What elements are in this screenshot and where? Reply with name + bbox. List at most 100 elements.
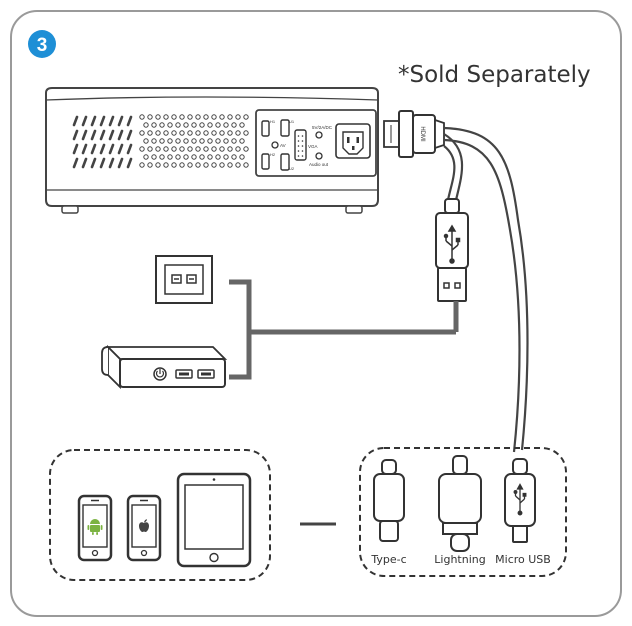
grille-hole: [183, 138, 189, 144]
grille-hole: [155, 114, 161, 120]
grille-hole: [159, 122, 165, 128]
iphone-icon: [126, 494, 162, 562]
grille-hole: [147, 146, 153, 152]
grille-hole: [175, 154, 181, 160]
grille-hole: [239, 154, 245, 160]
hdmi-port-1-label: H1: [270, 119, 276, 124]
grille-hole: [195, 162, 201, 168]
av-port: [271, 141, 279, 149]
grille-hole: [167, 138, 173, 144]
grille-hole: [243, 146, 249, 152]
grille-hole: [231, 138, 237, 144]
projector-vent-slots: [72, 115, 133, 169]
grille-hole: [203, 162, 209, 168]
projector-port-panel: H1 H2 U1 U2 AV VGA 5V/2A/DC Audio out: [255, 109, 377, 177]
grille-hole: [215, 122, 221, 128]
grille-hole: [139, 146, 145, 152]
step-badge: 3: [28, 30, 56, 58]
grille-hole: [191, 154, 197, 160]
devices-group: [49, 449, 271, 581]
grille-hole: [151, 122, 157, 128]
grille-hole: [223, 154, 229, 160]
grille-hole: [235, 130, 241, 136]
dc-in-label: 5V/2A/DC: [312, 125, 333, 130]
grille-hole: [211, 130, 217, 136]
grille-hole: [211, 146, 217, 152]
grille-hole: [163, 146, 169, 152]
projector: H1 H2 U1 U2 AV VGA 5V/2A/DC Audio out: [45, 87, 379, 214]
usb-port-1-label: U1: [289, 119, 295, 124]
usb-port-2-label: U2: [289, 166, 295, 171]
usb-symbol: [443, 224, 461, 264]
grille-hole: [167, 122, 173, 128]
usb-plug-icon: [435, 198, 469, 302]
grille-hole: [239, 138, 245, 144]
grille-hole: [219, 146, 225, 152]
connector-label-type-c: Type-c: [370, 553, 406, 566]
grille-hole: [231, 122, 237, 128]
grille-hole: [163, 162, 169, 168]
audio-out-port: [315, 152, 323, 160]
grille-hole: [147, 162, 153, 168]
grille-hole: [179, 114, 185, 120]
grille-hole: [235, 146, 241, 152]
hdmi-port-2: [261, 153, 270, 170]
grille-hole: [191, 138, 197, 144]
grille-hole: [187, 130, 193, 136]
grille-hole: [183, 154, 189, 160]
grille-hole: [203, 114, 209, 120]
grille-hole: [203, 146, 209, 152]
dc-in-port: [315, 131, 323, 139]
grille-hole: [227, 162, 233, 168]
grille-hole: [195, 114, 201, 120]
power-supply-bracket: [229, 279, 459, 380]
grille-hole: [243, 114, 249, 120]
grille-hole: [159, 138, 165, 144]
grille-hole: [235, 114, 241, 120]
grille-hole: [199, 122, 205, 128]
lightning-connector-icon: [438, 455, 482, 552]
android-phone-icon: [77, 494, 113, 562]
grille-hole: [139, 162, 145, 168]
audio-out-label: Audio out: [309, 162, 329, 167]
grille-hole: [223, 138, 229, 144]
grille-hole: [159, 154, 165, 160]
hdmi-plug-icon: HDMI: [383, 110, 445, 158]
grille-hole: [219, 162, 225, 168]
grille-hole: [171, 114, 177, 120]
grille-hole: [243, 130, 249, 136]
grille-hole: [155, 162, 161, 168]
grille-hole: [147, 114, 153, 120]
grille-hole: [179, 146, 185, 152]
grille-hole: [207, 122, 213, 128]
micro-usb-connector-icon: [504, 458, 536, 543]
grille-hole: [183, 122, 189, 128]
grille-hole: [143, 122, 149, 128]
grille-hole: [171, 130, 177, 136]
grille-hole: [175, 122, 181, 128]
grille-hole: [187, 162, 193, 168]
hdmi-cable: [443, 126, 529, 451]
step-number: 3: [37, 35, 48, 56]
grille-hole: [175, 138, 181, 144]
grille-hole: [179, 130, 185, 136]
grille-hole: [223, 122, 229, 128]
usb-port-1: [280, 119, 290, 137]
grille-hole: [215, 154, 221, 160]
connector-label-lightning: Lightning: [434, 553, 485, 566]
grille-hole: [219, 130, 225, 136]
grille-hole: [215, 138, 221, 144]
grille-hole: [155, 146, 161, 152]
grille-hole: [151, 138, 157, 144]
grille-hole: [235, 162, 241, 168]
grille-hole: [143, 138, 149, 144]
grille-hole: [147, 130, 153, 136]
grille-hole: [199, 138, 205, 144]
grille-hole: [155, 130, 161, 136]
grille-hole: [207, 138, 213, 144]
grille-hole: [199, 154, 205, 160]
usb-branch-cable: [443, 133, 464, 201]
vga-port-label: VGA: [308, 144, 318, 149]
grille-hole: [139, 114, 145, 120]
grille-hole: [203, 130, 209, 136]
